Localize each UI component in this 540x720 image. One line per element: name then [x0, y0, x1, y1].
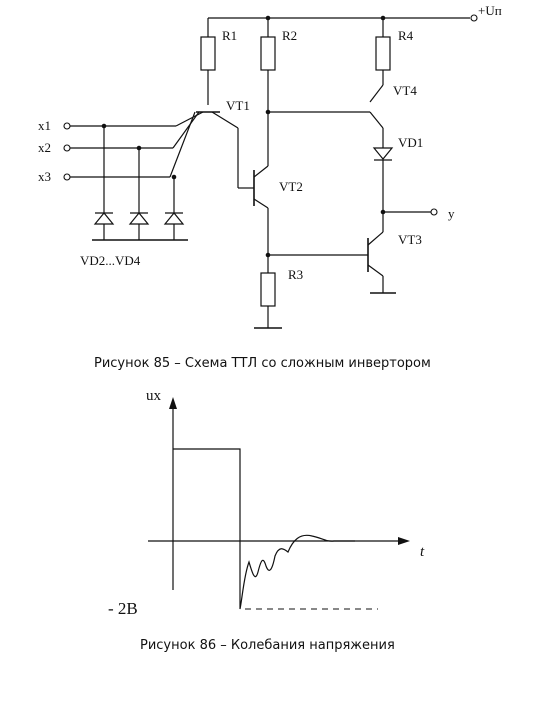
vd1-label: VD1	[398, 135, 423, 150]
r1-label: R1	[222, 28, 237, 43]
r4-label: R4	[398, 28, 414, 43]
input-lines	[63, 122, 177, 181]
input-diodes-label: VD2...VD4	[80, 253, 141, 268]
transistor-vt4	[369, 84, 384, 148]
transistor-vt3	[268, 231, 396, 294]
resistor-r4	[375, 36, 391, 71]
input-x2-label: x2	[38, 140, 51, 155]
resistor-r3	[260, 272, 276, 307]
ttl-circuit: +Uп R1 R2 R4 VT1	[38, 3, 502, 329]
input-x1-label: x1	[38, 118, 51, 133]
input-terminal-x2	[63, 144, 71, 152]
transistor-vt2	[238, 112, 269, 255]
transistor-vt1	[169, 111, 239, 188]
x-axis-arrow	[398, 537, 410, 545]
level-label: - 2В	[108, 599, 138, 618]
input-diodes	[92, 126, 188, 241]
input-terminal-x1	[63, 122, 71, 130]
output-label: y	[448, 206, 455, 221]
vt4-label: VT4	[393, 83, 417, 98]
vt2-label: VT2	[279, 179, 303, 194]
pulse-waveform	[173, 448, 355, 610]
y-axis-label: ux	[146, 388, 162, 404]
vt1-label: VT1	[226, 98, 250, 113]
y-axis-arrow	[169, 397, 177, 409]
resistor-r1	[200, 36, 216, 71]
diode-vd1	[372, 147, 394, 232]
supply-label: +Uп	[478, 3, 502, 18]
r3-label: R3	[288, 267, 303, 282]
vt3-label: VT3	[398, 232, 422, 247]
r2-label: R2	[282, 28, 297, 43]
supply-terminal	[470, 14, 478, 22]
x-axis-label: t	[420, 544, 425, 560]
input-x3-label: x3	[38, 169, 51, 184]
output-terminal	[430, 208, 438, 216]
figure86-caption: Рисунок 86 – Колебания напряжения	[140, 638, 395, 653]
input-terminal-x3	[63, 173, 71, 181]
figure85-caption: Рисунок 85 – Схема ТТЛ со сложным инверт…	[94, 356, 431, 371]
resistor-r2	[260, 36, 276, 71]
voltage-graph: ux t - 2В	[108, 388, 425, 618]
